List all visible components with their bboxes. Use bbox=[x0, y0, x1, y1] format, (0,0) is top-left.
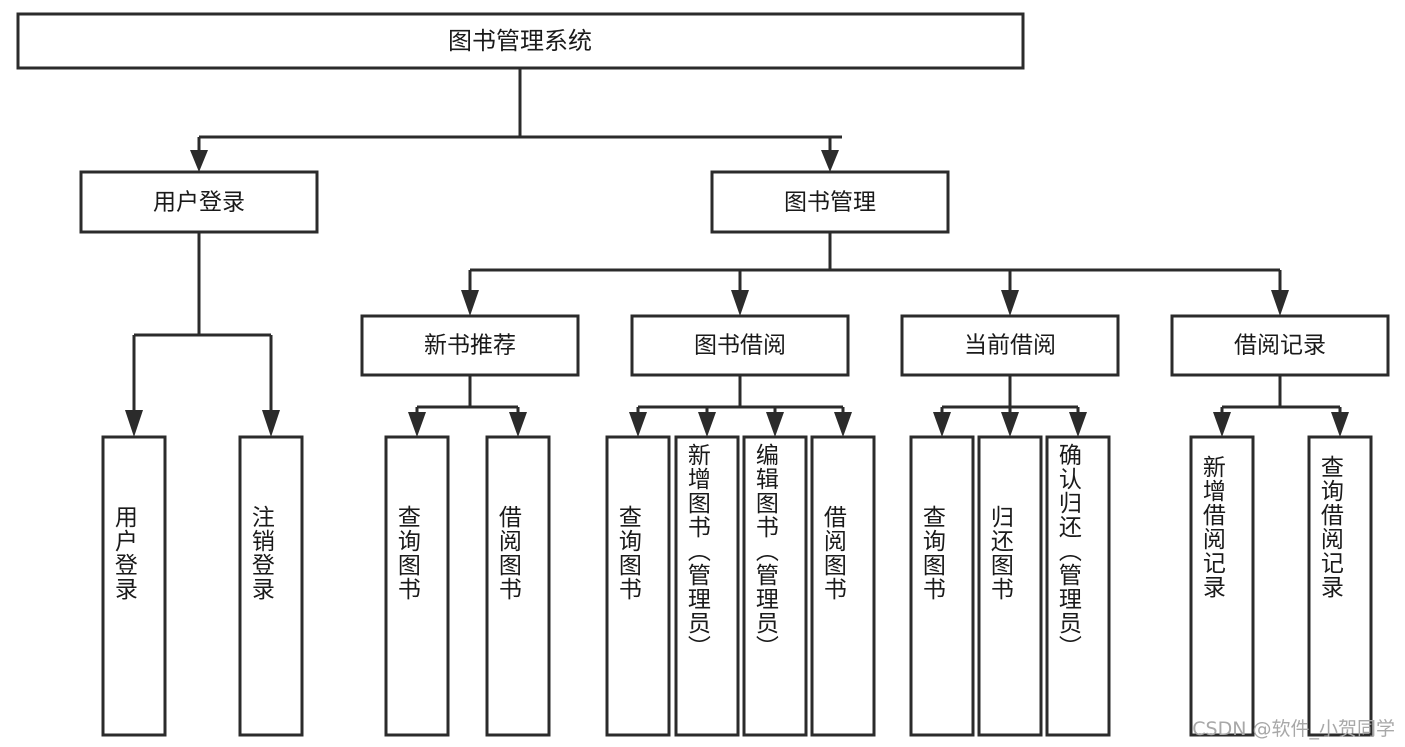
node-user-login-label: 用户登录 bbox=[153, 190, 245, 216]
node-current-borrow-box[interactable] bbox=[900, 314, 1120, 377]
arrow-head-cb-leaf-2 bbox=[1001, 412, 1019, 437]
arrow-head-leaf-user-login bbox=[125, 410, 143, 437]
leaf-box-records-add[interactable] bbox=[1189, 435, 1255, 737]
arrow-head-current-borrow bbox=[1001, 290, 1019, 316]
arrow-head-br-leaf-1 bbox=[1213, 412, 1231, 437]
arrow-head-borrow-records bbox=[1271, 290, 1289, 316]
arrow-head-bb-leaf-2 bbox=[698, 412, 716, 437]
connector-layer bbox=[125, 68, 1349, 437]
arrow-head-book-borrow bbox=[731, 290, 749, 316]
leaf-box-currentborrow-return[interactable] bbox=[977, 435, 1043, 737]
node-book-borrow-box[interactable] bbox=[630, 314, 850, 377]
leaf-box-user-login-logout[interactable] bbox=[238, 435, 304, 737]
leaf-box-records-query[interactable] bbox=[1307, 435, 1373, 737]
arrow-head-bb-leaf-3 bbox=[766, 412, 784, 437]
arrow-head-bb-leaf-1 bbox=[629, 412, 647, 437]
leaf-box-newbook-borrow[interactable] bbox=[485, 435, 551, 737]
arrow-head-bb-leaf-4 bbox=[834, 412, 852, 437]
node-book-borrow-label: 图书借阅 bbox=[694, 333, 786, 359]
arrow-head-new-book bbox=[461, 290, 479, 316]
arrow-head-br-leaf-2 bbox=[1331, 412, 1349, 437]
leaf-box-newbook-query[interactable] bbox=[384, 435, 450, 737]
leaf-box-currentborrow-query[interactable] bbox=[909, 435, 975, 737]
node-book-mgmt-box[interactable] bbox=[710, 170, 950, 234]
node-borrow-records-box[interactable] bbox=[1170, 314, 1390, 377]
node-user-login-box[interactable] bbox=[79, 170, 319, 234]
arrow-head-leaf-logout bbox=[262, 410, 280, 437]
node-new-book-recommend-label: 新书推荐 bbox=[424, 333, 516, 359]
node-borrow-records-label: 借阅记录 bbox=[1234, 333, 1326, 359]
leaf-box-bookborrow-edit[interactable] bbox=[742, 435, 808, 737]
leaf-box-bookborrow-add[interactable] bbox=[674, 435, 740, 737]
node-layer: 图书管理系统 用户登录 图书管理 新书推荐 图书借阅 当前借阅 借阅记录 bbox=[16, 12, 1390, 737]
arrow-head-cb-leaf-1 bbox=[933, 412, 951, 437]
leaf-box-user-login-login[interactable] bbox=[101, 435, 167, 737]
watermark-text: CSDN @软件_小贺同学 bbox=[1192, 718, 1395, 740]
arrow-head-user-login bbox=[190, 150, 208, 172]
arrow-head-nb-leaf-2 bbox=[509, 412, 527, 437]
node-new-book-recommend-box[interactable] bbox=[360, 314, 580, 377]
node-current-borrow-label: 当前借阅 bbox=[964, 333, 1056, 359]
leaf-box-currentborrow-confirm[interactable] bbox=[1045, 435, 1111, 737]
arrow-head-book-mgmt bbox=[821, 150, 839, 172]
arrow-head-cb-leaf-3 bbox=[1069, 412, 1087, 437]
leaf-box-bookborrow-query[interactable] bbox=[605, 435, 671, 737]
node-root-box[interactable] bbox=[16, 12, 1025, 70]
leaf-box-bookborrow-borrow[interactable] bbox=[810, 435, 876, 737]
node-root-label: 图书管理系统 bbox=[448, 27, 592, 55]
arrow-head-nb-leaf-1 bbox=[408, 412, 426, 437]
node-book-mgmt-label: 图书管理 bbox=[784, 190, 876, 216]
